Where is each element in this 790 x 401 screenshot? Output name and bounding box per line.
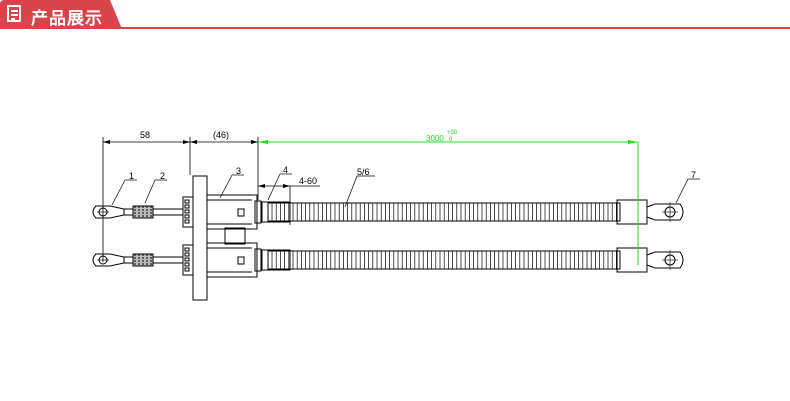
right-lug-top [646, 203, 684, 221]
left-lug-bottom [92, 253, 125, 267]
heat-shrink-sleeve-bottom [261, 249, 291, 271]
section-tab: 产品展示 [0, 0, 122, 29]
left-lug-top [92, 205, 125, 219]
connector-latch-bottom [237, 256, 245, 265]
callout-1: 1 [129, 171, 134, 181]
section-header: 产品展示 [0, 0, 790, 30]
dim-cable-tol-upper: +30 [447, 130, 458, 136]
connector-front-top [182, 196, 194, 228]
end-ferrule-top [616, 199, 648, 225]
connector-front-bottom [182, 244, 194, 276]
connector-latch-top [237, 208, 245, 217]
dim-middle-label: (46) [213, 130, 229, 140]
callout-5-6: 5/6 [357, 167, 370, 177]
dim-cable-tol-lower: 0 [449, 137, 453, 143]
callout-2: 2 [160, 171, 165, 181]
callout-3: 3 [236, 166, 241, 176]
connector-body-top [206, 194, 258, 230]
connector-body-bottom [206, 242, 258, 278]
connector-bridge [224, 227, 246, 245]
section-title: 产品展示 [31, 9, 103, 28]
document-icon [7, 5, 21, 22]
dim-left-label: 58 [140, 130, 150, 140]
dim-sleeve-label: 4-60 [299, 176, 317, 186]
end-ferrule-bottom [616, 247, 648, 273]
callout-4: 4 [283, 165, 288, 175]
callout-7: 7 [691, 170, 696, 180]
dim-cable-label: 3000 [426, 134, 444, 143]
right-lug-bottom [646, 251, 684, 269]
header-divider [0, 27, 790, 29]
mounting-flange [192, 175, 208, 301]
